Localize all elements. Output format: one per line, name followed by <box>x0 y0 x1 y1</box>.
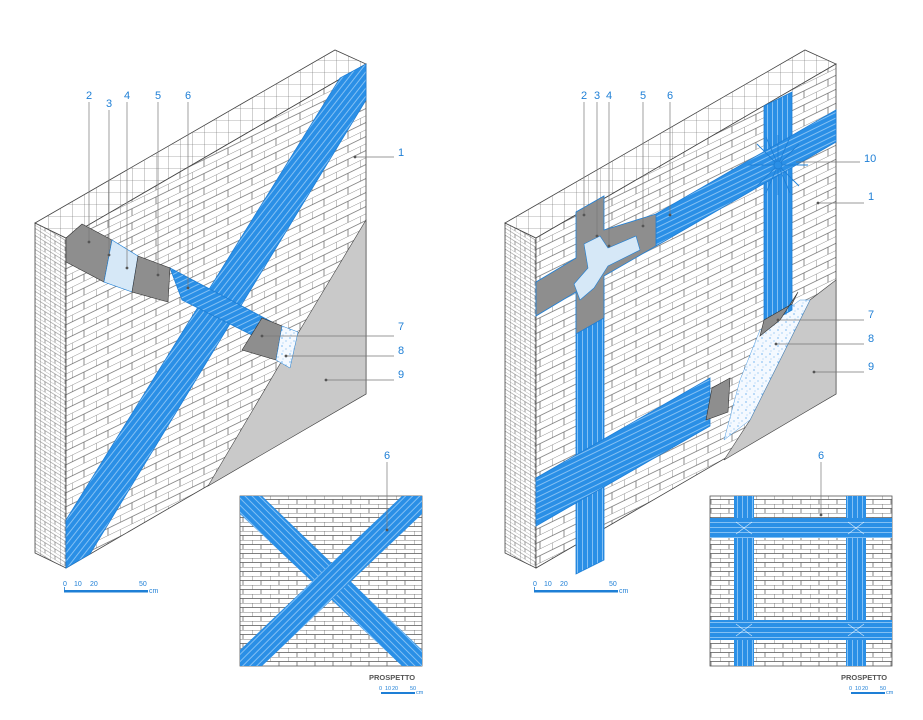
right-callouts: 2 3 4 5 6 10 1 7 8 9 <box>581 90 876 374</box>
svg-text:10: 10 <box>74 581 82 588</box>
svg-text:20: 20 <box>90 581 98 588</box>
left-wall-side-face <box>34 222 67 569</box>
svg-text:cm: cm <box>149 588 159 595</box>
svg-text:0: 0 <box>849 686 852 692</box>
frp-grid-horizontal-top <box>710 518 892 538</box>
label-5: 5 <box>155 90 161 102</box>
r-elevation-label-6: 6 <box>818 450 824 462</box>
svg-text:10: 10 <box>855 686 861 692</box>
r-label-6: 6 <box>667 90 673 102</box>
svg-text:20: 20 <box>862 686 868 692</box>
label-9: 9 <box>398 369 404 381</box>
label-2: 2 <box>86 90 92 102</box>
r-label-7: 7 <box>868 309 874 321</box>
left-callouts: 2 3 4 5 6 1 7 8 9 <box>86 90 404 382</box>
grout-layer-right <box>723 299 811 441</box>
right-wall-axonometric <box>504 49 837 575</box>
left-elevation-prospetto: 6 PROSPETTO 0 10 20 50 cm <box>239 450 424 696</box>
svg-text:10: 10 <box>385 686 391 692</box>
r-label-8: 8 <box>868 333 874 345</box>
r-label-9: 9 <box>868 361 874 373</box>
r-label-1: 1 <box>868 191 874 203</box>
svg-text:0: 0 <box>533 581 537 588</box>
putty-cross <box>573 235 641 301</box>
svg-text:20: 20 <box>560 581 568 588</box>
svg-text:0: 0 <box>379 686 382 692</box>
svg-text:50: 50 <box>410 686 416 692</box>
label-1: 1 <box>398 147 404 159</box>
frp-strip-vertical-right <box>763 91 793 327</box>
left-scale-bar: 0 10 20 50 cm <box>63 581 159 595</box>
label-3: 3 <box>106 98 112 110</box>
svg-text:cm: cm <box>886 690 894 696</box>
label-4: 4 <box>124 90 130 102</box>
primer-patch-bottom <box>705 377 731 421</box>
primer-patch-right <box>759 291 799 337</box>
right-prospetto-title: PROSPETTO <box>841 673 887 682</box>
svg-text:cm: cm <box>416 690 424 696</box>
frp-grid-horizontal-bottom <box>710 620 892 640</box>
r-label-2: 2 <box>581 90 587 102</box>
left-wall-axonometric <box>34 49 367 569</box>
svg-text:10: 10 <box>544 581 552 588</box>
left-prospetto-title: PROSPETTO <box>369 673 415 682</box>
resin-layer <box>131 255 171 303</box>
right-elevation-prospetto: 6 PROSPETTO 0 10 20 50 cm <box>709 450 894 696</box>
right-scale-bar: 0 10 20 50 cm <box>533 581 629 595</box>
frp-strip-horizontal-bottom <box>535 377 711 527</box>
right-wall-side-face <box>504 222 537 569</box>
svg-text:cm: cm <box>619 588 629 595</box>
label-6: 6 <box>185 90 191 102</box>
svg-text:50: 50 <box>139 581 147 588</box>
label-7: 7 <box>398 321 404 333</box>
label-8: 8 <box>398 345 404 357</box>
r-label-5: 5 <box>640 90 646 102</box>
r-label-4: 4 <box>606 90 612 102</box>
grout-layer <box>275 325 299 369</box>
svg-text:0: 0 <box>63 581 67 588</box>
r-label-10: 10 <box>864 153 876 165</box>
frp-cross-strip-b <box>240 496 422 666</box>
svg-text:20: 20 <box>392 686 398 692</box>
elevation-label-6: 6 <box>384 450 390 462</box>
svg-text:50: 50 <box>609 581 617 588</box>
frp-anchor-fan <box>748 135 808 195</box>
r-label-3: 3 <box>594 90 600 102</box>
svg-text:50: 50 <box>880 686 886 692</box>
